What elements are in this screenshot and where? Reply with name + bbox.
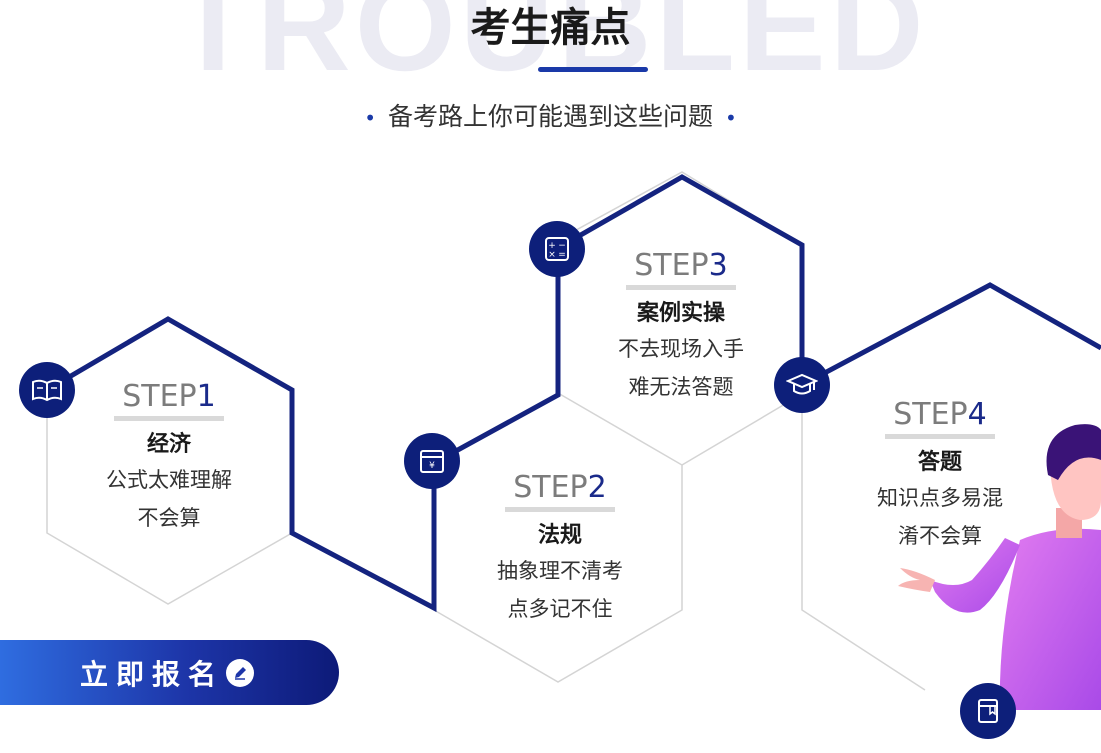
hex4-outline [801,394,926,691]
step-3-desc-line2: 难无法答题 [628,375,734,399]
step-4-name: 答题 [917,450,962,475]
title-underline [538,67,648,72]
step-3-name: 案例实操 [636,301,725,326]
person-illustration [898,424,1101,710]
step-1-card: STEP1 经济 公式太难理解 不会算 [49,378,289,537]
calendar-icon: ¥ [404,433,460,489]
subtitle-text: 备考路上你可能遇到这些问题 [387,102,713,131]
register-button-label: 立即报名 [80,657,225,691]
page-subtitle: • 备考路上你可能遇到这些问题 • [0,100,1101,135]
step-3-label: STEP3 [626,247,736,290]
step-1-name: 经济 [146,432,191,457]
step-1-desc-line1: 公式太难理解 [106,468,232,492]
page-title: 考生痛点 [470,5,631,51]
svg-text:−: − [558,241,566,251]
svg-text:+: + [548,241,556,251]
step-4-desc-line1: 知识点多易混 [877,486,1003,510]
register-button[interactable]: 立即报名 [0,640,339,705]
step-2-desc-line2: 点多记不住 [507,597,613,621]
step-3-desc-line1: 不去现场入手 [618,337,744,361]
step-4-desc-line2: 淆不会算 [898,524,982,548]
subtitle-dot-right: • [725,106,737,130]
svg-text:×: × [548,250,556,260]
notebook-icon [960,683,1016,739]
pencil-icon [226,658,255,687]
book-icon [19,362,75,418]
background-watermark-word: TROUBLED [173,0,928,98]
graduation-cap-icon [774,357,830,413]
step-4-card: STEP4 答题 知识点多易混 淆不会算 [820,396,1060,555]
step-2-name: 法规 [537,523,582,548]
step-1-desc-line2: 不会算 [137,506,201,530]
step-4-label: STEP4 [885,396,995,439]
step-2-desc-line1: 抽象理不清考 [497,559,623,583]
subtitle-dot-left: • [364,106,376,130]
calculator-icon: +−×= [529,221,585,277]
hex1-outline [46,390,293,605]
step-2-card: STEP2 法规 抽象理不清考 点多记不住 [440,469,680,628]
step-3-card: STEP3 案例实操 不去现场入手 难无法答题 [561,247,801,406]
svg-text:=: = [558,250,566,260]
step-2-label: STEP2 [505,469,615,512]
step-1-label: STEP1 [114,378,224,421]
svg-text:¥: ¥ [429,461,435,471]
